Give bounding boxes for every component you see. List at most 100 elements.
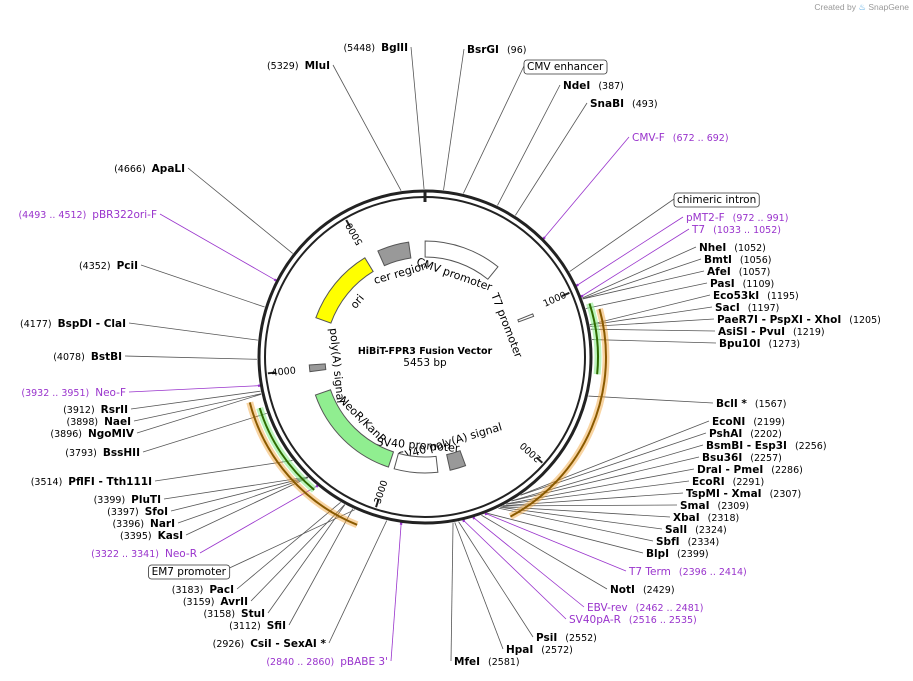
leader-line	[481, 514, 608, 590]
site-name: AsiSI - PvuI	[718, 326, 785, 338]
site-name: EcoRI	[692, 476, 725, 488]
site-label-enzyme: PasI(1109)	[710, 278, 774, 290]
site-label-primer: (3322 .. 3341)Neo-R	[91, 548, 197, 560]
site-label-enzyme: (3397)SfoI	[107, 506, 168, 518]
site-name: PsiI	[536, 632, 557, 644]
site-label-feature: EM7 promoter	[152, 566, 227, 578]
snapgene-logo-icon: ♨	[858, 2, 866, 12]
orf-arc	[258, 407, 315, 491]
feature-label: cer region	[372, 259, 429, 287]
site-label-enzyme: Bsu36I(2257)	[702, 452, 782, 464]
site-name: CMV-F	[632, 132, 665, 144]
leader-line	[390, 523, 402, 662]
site-name: EcoNI	[712, 416, 745, 428]
site-position: (4352)	[79, 261, 111, 272]
leader-line	[185, 477, 309, 536]
site-label-enzyme: (4352)PciI	[79, 260, 138, 272]
tick-label: 5000	[344, 220, 366, 246]
site-label-enzyme: (4177) BspDI - ClaI	[20, 318, 126, 330]
site-label-enzyme: SmaI(2309)	[680, 500, 749, 512]
site-position: (2199)	[753, 417, 785, 428]
leader-line	[582, 270, 705, 300]
site-name: RsrII	[101, 404, 128, 416]
site-label-enzyme: (3159)AvrII	[183, 596, 248, 608]
site-name: NheI	[699, 242, 726, 254]
site-position: (2307)	[770, 489, 802, 500]
feature-sv40-promoter	[393, 452, 439, 474]
leader-line	[585, 282, 708, 309]
tick-mark	[345, 219, 352, 228]
site-position: (2462 .. 2481)	[636, 603, 704, 614]
feature-neor-kanr	[314, 389, 395, 468]
site-position: (2324)	[695, 525, 727, 536]
site-position: (4177)	[20, 319, 52, 330]
site-position: (3896)	[50, 429, 82, 440]
leader-line	[128, 322, 258, 341]
site-label-enzyme: NotI(2429)	[610, 584, 675, 596]
leader-line	[267, 504, 346, 614]
snapgene-credit: Created by ♨ SnapGene	[814, 2, 909, 13]
feature-label-box	[523, 59, 608, 75]
leader-line	[450, 522, 454, 662]
tick-mark	[535, 456, 544, 464]
site-label-enzyme: PshAI(2202)	[709, 428, 782, 440]
leader-line	[410, 46, 425, 190]
site-position: (2552)	[565, 633, 597, 644]
feature-cer-region	[377, 241, 412, 267]
leader-line	[332, 64, 402, 191]
site-label-enzyme: Eco53kI(1195)	[713, 290, 799, 302]
site-position: (4078)	[53, 352, 85, 363]
site-label-enzyme: SalI(2324)	[665, 524, 727, 536]
site-name: BmtI	[704, 254, 732, 266]
site-label-enzyme: BclI * (1567)	[716, 398, 786, 410]
site-position: (2429)	[643, 585, 675, 596]
site-position: (1567)	[755, 399, 787, 410]
leader-line	[170, 476, 308, 512]
site-label-enzyme: MfeI(2581)	[454, 656, 520, 668]
site-name: BspDI - ClaI	[58, 318, 126, 330]
site-position: (3322 .. 3341)	[91, 549, 159, 560]
site-label-enzyme: (3396)NarI	[112, 518, 175, 530]
site-label-enzyme: BlpI(2399)	[646, 548, 709, 560]
leader-line	[250, 504, 345, 602]
site-name: PaeR7I - PspXI - XhoI	[717, 314, 841, 326]
leader-line	[582, 258, 702, 300]
site-position: (1273)	[769, 339, 801, 350]
leader-line	[590, 318, 715, 327]
feature-t7-promoter	[517, 313, 535, 323]
center-title: HiBiT-FPR3 Fusion Vector 5453 bp	[358, 346, 493, 369]
leader-line	[463, 520, 567, 620]
site-name: BclI *	[716, 398, 747, 410]
site-position: (2291)	[733, 477, 765, 488]
leader-line	[199, 485, 318, 554]
leader-line	[582, 246, 697, 299]
tick-mark	[267, 371, 276, 375]
site-name: chimeric intron	[677, 194, 756, 206]
site-label-feature: CMV enhancer	[527, 61, 604, 73]
site-name: XbaI	[673, 512, 700, 524]
site-position: (1197)	[748, 303, 780, 314]
site-name: NdeI	[563, 80, 590, 92]
leader-line	[520, 432, 707, 496]
site-label-enzyme: (3896)NgoMIV	[50, 428, 134, 440]
leader-line	[501, 506, 671, 518]
site-label-enzyme: BsrGI(96)	[467, 44, 526, 56]
site-position: (3112)	[229, 621, 261, 632]
site-position: (2286)	[771, 465, 803, 476]
plasmid-backbone	[257, 189, 593, 525]
site-label-enzyme: (3112)SfiI	[229, 620, 286, 632]
site-name: T7	[691, 224, 705, 236]
leader-line	[124, 355, 258, 360]
site-position: (493)	[632, 99, 658, 110]
leader-line	[576, 216, 684, 286]
site-name: EM7 promoter	[152, 566, 227, 578]
leader-line	[500, 506, 663, 530]
site-name: BstBI	[91, 351, 122, 363]
site-position: (2256)	[795, 441, 827, 452]
leader-line	[142, 412, 267, 453]
leader-line	[511, 444, 704, 502]
site-name: Neo-F	[95, 387, 126, 399]
site-position: (1052)	[734, 243, 766, 254]
site-name: pMT2-F	[686, 212, 725, 224]
site-position: (1109)	[743, 279, 775, 290]
